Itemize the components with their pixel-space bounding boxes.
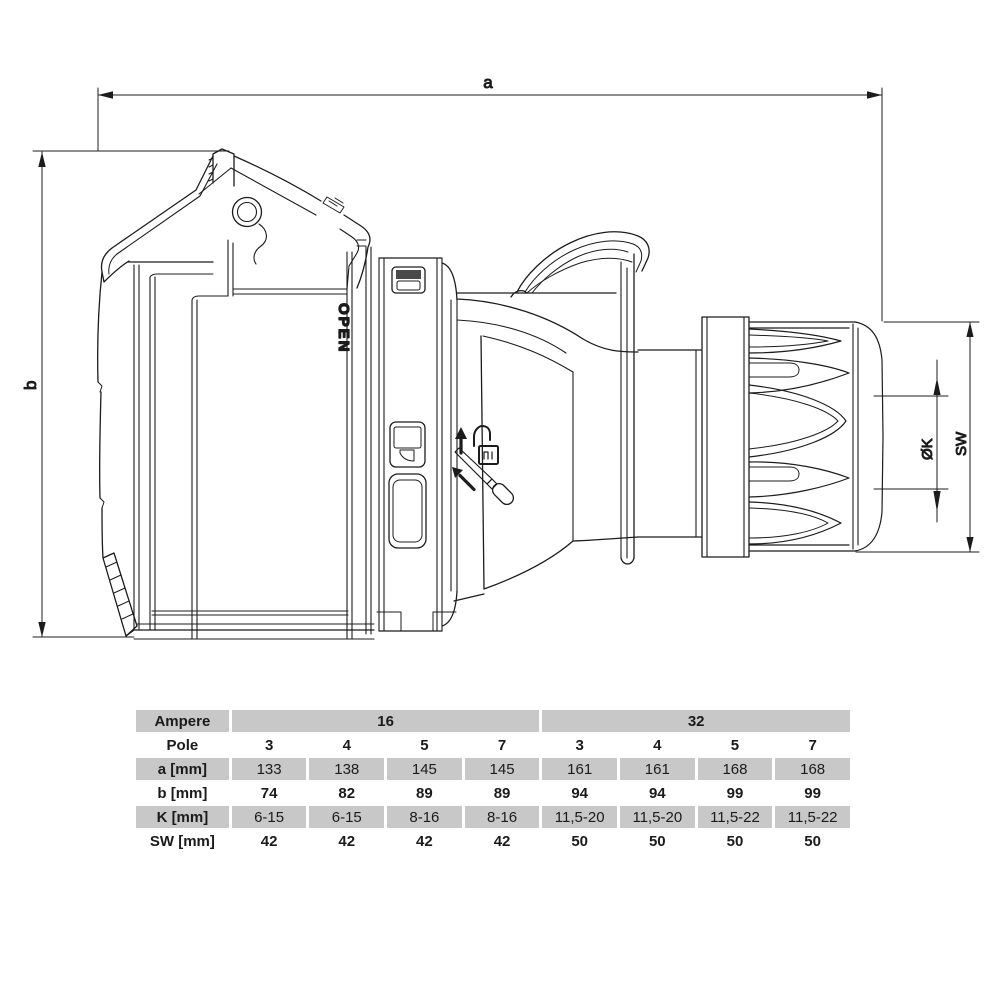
dim-b-label: b [21,381,40,390]
latch-button [389,421,426,468]
connector-technical-drawing: a b ØK SW [21,73,980,640]
table-cell: 16 [231,710,540,732]
table-cell: 161 [620,758,695,780]
table-cell: 11,5-22 [697,806,773,828]
table-cell: 3 [264,736,274,754]
table-cell: 32 [542,710,850,732]
table-cell: 42 [338,832,356,850]
cover-bracket [198,155,371,290]
table-cell: 5 [730,736,740,754]
row-label-k: K [mm] [136,806,229,828]
table-cell: 82 [338,784,356,802]
dimension-a: a [97,73,883,322]
table-cell: 4 [342,736,351,754]
dimension-sw: SW [855,321,980,553]
table-row-b: b [mm] 74 82 89 89 94 94 99 99 [136,782,850,804]
table-cell: 74 [260,784,278,802]
spec-table-container: Ampere 16 32 Pole 3 4 5 7 3 4 5 7 a [mm]… [133,708,853,854]
table-cell: 50 [648,832,666,850]
table-cell: 89 [493,784,511,802]
dim-k-label: ØK [919,438,936,460]
open-marking: OPEN [335,303,352,354]
table-cell: 7 [497,736,507,754]
top-latch [391,266,426,294]
table-cell: 4 [653,736,662,754]
table-cell: 94 [648,784,666,802]
table-cell: 89 [416,784,433,802]
table-cell: 11,5-20 [620,806,695,828]
dimension-b: b [21,150,230,638]
sealing-clip [510,231,650,565]
table-cell: 8-16 [464,806,540,828]
cable-gland-nut [701,316,750,558]
spec-table: Ampere 16 32 Pole 3 4 5 7 3 4 5 7 a [mm]… [133,708,853,854]
table-cell: 5 [420,736,429,754]
dim-sw-label: SW [953,431,970,456]
screwdriver-icon [454,447,515,506]
table-cell: 161 [542,758,617,780]
table-cell: 42 [493,832,511,850]
table-row-a: a [mm] 133 138 145 145 161 161 168 168 [136,758,850,780]
table-cell: 6-15 [309,806,385,828]
table-cell: 168 [775,758,850,780]
table-cell: 3 [575,736,584,754]
table-cell: 50 [726,832,744,850]
row-label-a: a [mm] [136,758,229,780]
table-cell: 11,5-22 [775,806,850,828]
row-label-b: b [mm] [157,784,208,802]
table-cell: 11,5-20 [542,806,617,828]
row-label-pole: Pole [166,736,199,754]
lower-latch-button [388,473,427,549]
table-cell: 50 [571,832,589,850]
strain-relief-claws [748,321,884,552]
socket-body: OPEN [96,148,375,640]
table-cell: 42 [260,832,278,850]
row-label-sw: SW [mm] [149,832,215,850]
table-cell: 138 [309,758,385,780]
cylinder-neck [637,349,702,538]
row-label-ampere: Ampere [136,710,229,732]
table-cell: 94 [571,784,589,802]
unlock-instruction-icon [452,425,515,506]
table-cell: 168 [697,758,773,780]
cone-housing [453,292,639,602]
table-cell: 133 [231,758,307,780]
diagonal-arrow-icon [452,467,476,492]
table-cell: 145 [464,758,540,780]
table-cell: 6-15 [231,806,307,828]
dimension-k: ØK [873,359,949,523]
mounting-hole [231,196,263,228]
table-row-ampere: Ampere 16 32 [136,710,850,732]
latch-collar [365,246,458,635]
table-row-pole: Pole 3 4 5 7 3 4 5 7 [136,734,850,756]
table-cell: 145 [387,758,462,780]
table-row-sw: SW [mm] 42 42 42 42 50 50 50 50 [136,830,850,852]
dim-a-label: a [483,73,493,92]
table-cell: 50 [804,832,821,850]
table-row-k: K [mm] 6-15 6-15 8-16 8-16 11,5-20 11,5-… [136,806,850,828]
table-cell: 99 [804,784,821,802]
table-cell: 99 [726,784,744,802]
table-cell: 7 [808,736,817,754]
table-cell: 8-16 [387,806,462,828]
table-cell: 42 [416,832,433,850]
open-padlock-icon [473,425,499,465]
